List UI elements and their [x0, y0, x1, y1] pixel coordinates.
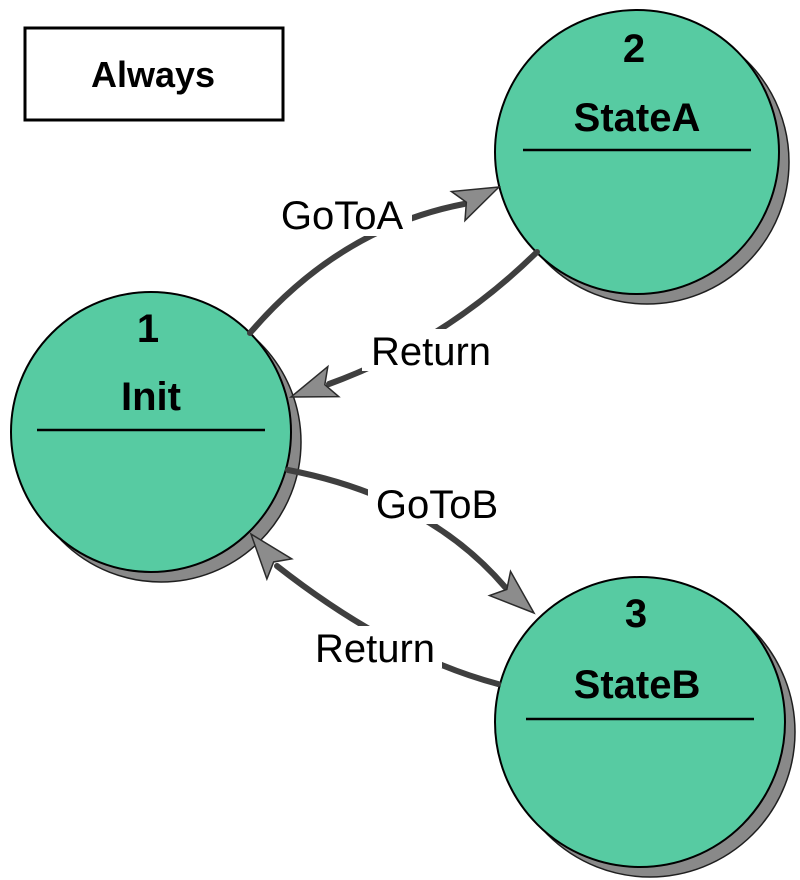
- init-name[interactable]: Init: [121, 375, 181, 419]
- return-a-arrowhead-icon[interactable]: [286, 364, 341, 412]
- transition-gotob: GoToB: [285, 467, 545, 625]
- gotoa-arrowhead-icon[interactable]: [449, 172, 505, 223]
- return-a-label-bg: [362, 329, 498, 371]
- statea-name[interactable]: StateA: [574, 96, 701, 140]
- return-b-label-bg: [312, 626, 442, 668]
- transition-return-a: Return: [286, 249, 540, 412]
- statea-circle[interactable]: [494, 9, 780, 295]
- statea-number: 2: [623, 27, 645, 71]
- return-a-label[interactable]: Return: [371, 330, 491, 374]
- gotoa-label[interactable]: GoToA: [281, 194, 404, 238]
- state-stateb: 3 StateB: [494, 576, 796, 878]
- always-box: Always: [23, 26, 285, 122]
- always-box-frame[interactable]: [23, 26, 285, 122]
- state-init: 1 Init: [10, 291, 302, 583]
- state-statea: 2 StateA: [494, 9, 790, 305]
- transition-gotoa: GoToA: [247, 172, 505, 336]
- stateb-number: 3: [625, 592, 647, 636]
- stateb-name[interactable]: StateB: [574, 663, 701, 707]
- transition-return-b: Return: [239, 524, 501, 687]
- return-b-label[interactable]: Return: [315, 627, 435, 671]
- gotoa-arrow-line[interactable]: [247, 201, 467, 336]
- return-b-arrowhead-icon[interactable]: [239, 524, 294, 582]
- init-number: 1: [137, 307, 159, 351]
- stateb-circle[interactable]: [494, 576, 786, 868]
- gotob-label-bg: [368, 482, 508, 524]
- gotob-label[interactable]: GoToB: [376, 483, 498, 527]
- gotoa-label-bg: [270, 192, 412, 236]
- gotob-arrowhead-icon[interactable]: [487, 569, 545, 625]
- init-circle[interactable]: [10, 291, 292, 573]
- always-label: Always: [91, 54, 215, 95]
